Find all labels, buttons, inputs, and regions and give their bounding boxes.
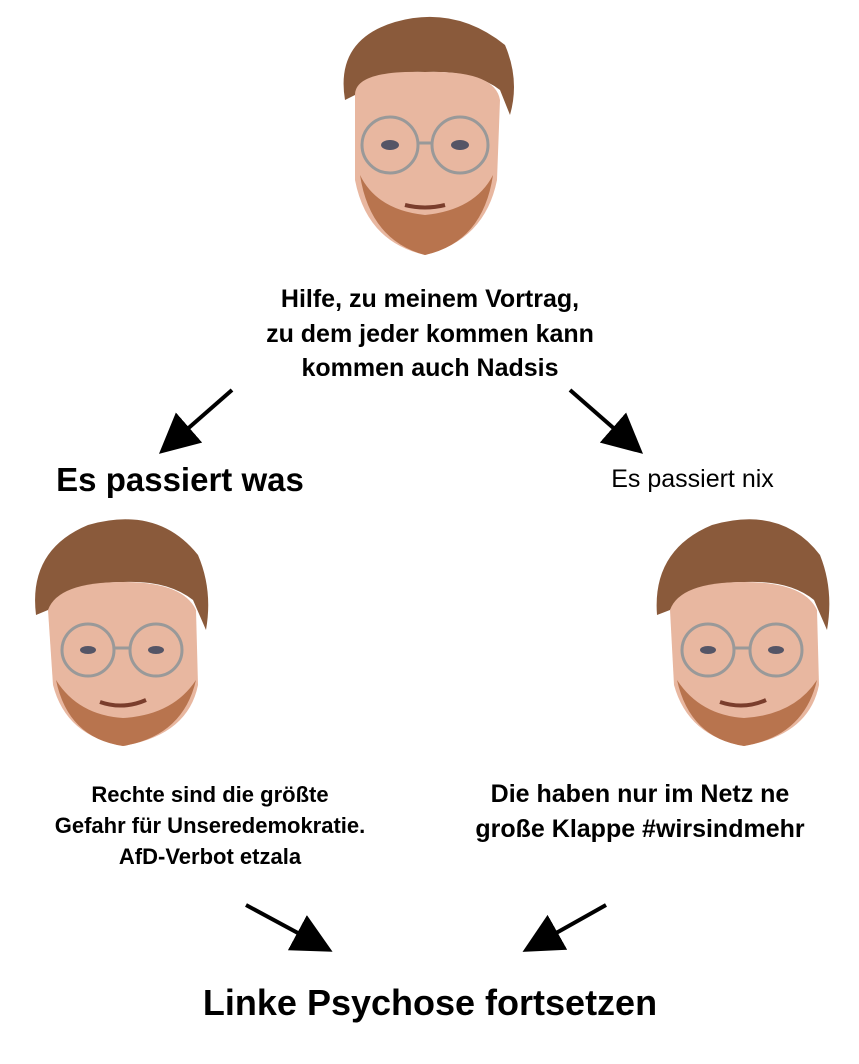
right-branch-statement: Die haben nur im Netz ne große Klappe #w… (475, 780, 805, 843)
right-branch-title: Es passiert nix (611, 465, 774, 493)
left-branch-statement: Rechte sind die größte Gefahr für Unsere… (54, 782, 366, 869)
face-right-image (656, 519, 830, 746)
face-left-image (35, 519, 209, 746)
arrow-icon (522, 903, 607, 952)
left-branch-title: Es passiert was (56, 461, 304, 498)
top-statement: Hilfe, zu meinem Vortrag, zu dem jeder k… (266, 285, 594, 382)
conclusion-statement: Linke Psychose fortsetzen (202, 982, 658, 1023)
arrow-icon (158, 388, 234, 454)
arrow-icon (568, 388, 644, 454)
face-top-image (343, 16, 514, 255)
arrow-icon (245, 903, 333, 952)
